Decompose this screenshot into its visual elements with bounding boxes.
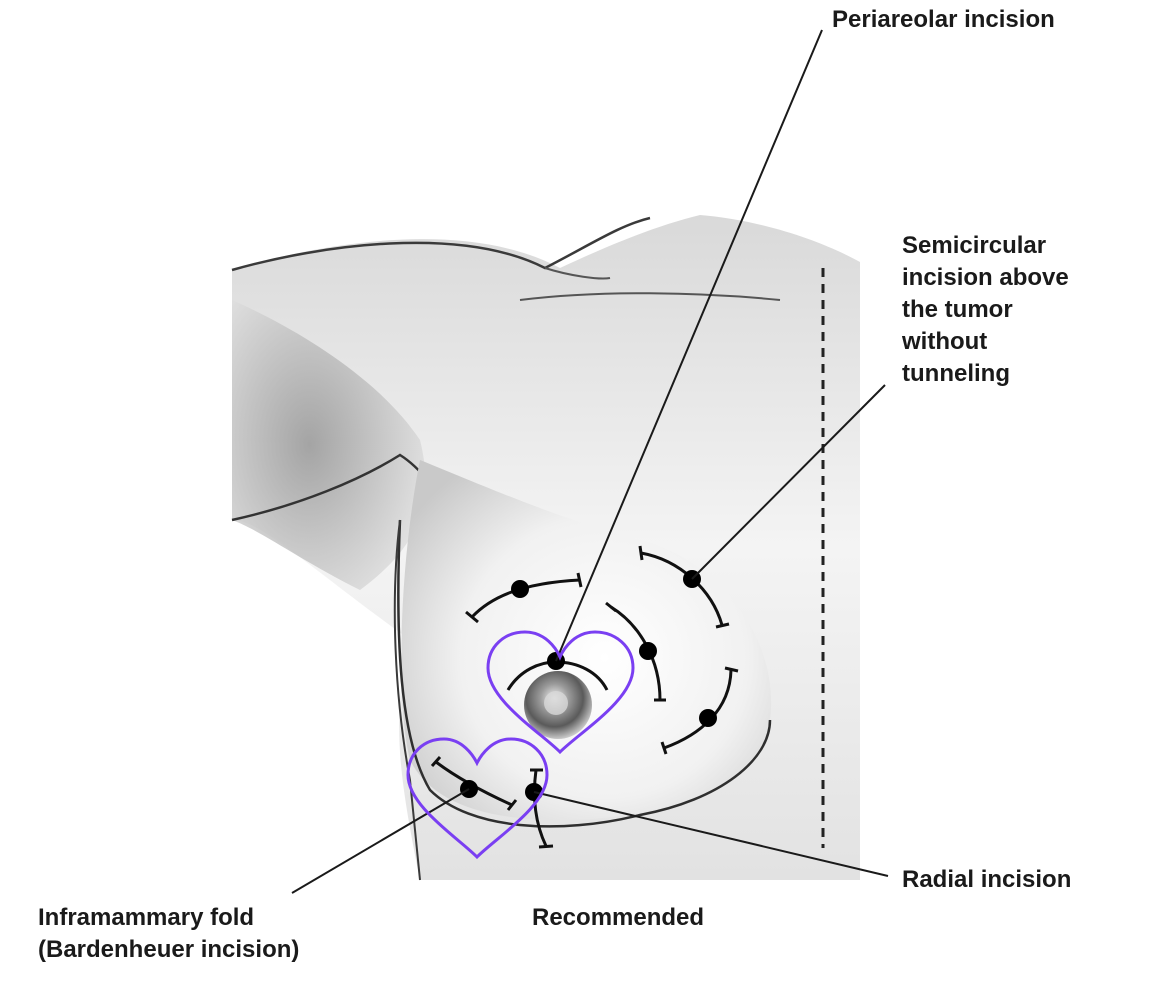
incision-upper-left [465, 572, 583, 624]
label-line: tunneling [902, 360, 1010, 387]
side-outline [393, 519, 421, 881]
incision-dot [699, 709, 717, 727]
breast-outline [397, 519, 772, 828]
leader-radial [533, 791, 889, 877]
label-recommended: Recommended [532, 904, 705, 931]
incision-radial-lower [530, 768, 554, 849]
label-line: without [902, 328, 988, 355]
label-semicircular-incision: Semicircular incision above the tumor wi… [902, 230, 1069, 390]
label-line: Semicircular [902, 232, 1047, 259]
label-periareolar-incision: Periareolar incision [832, 6, 1055, 33]
label-line: Inframammary fold [38, 904, 255, 931]
heart-marker-icon [486, 630, 635, 755]
label-line: the tumor [902, 296, 1013, 323]
breast-shape [401, 460, 772, 820]
arm-shade [232, 300, 426, 590]
incision-dot [511, 580, 529, 598]
shoulder-outline [231, 216, 651, 272]
label-inframammary-fold: Inframammary fold (Bardenheuer incision) [38, 902, 299, 966]
heart-marker-icon [406, 737, 549, 860]
leader-semicircular [691, 384, 886, 580]
clavicle-outline [519, 267, 781, 301]
nipple-center [544, 691, 568, 715]
label-line: (Bardenheuer incision) [38, 936, 300, 963]
label-radial-incision: Radial incision [902, 866, 1072, 893]
leader-inframammary [291, 788, 470, 894]
leader-periareolar [555, 29, 823, 662]
label-line: incision above [902, 264, 1069, 291]
incision-dot [639, 642, 657, 660]
